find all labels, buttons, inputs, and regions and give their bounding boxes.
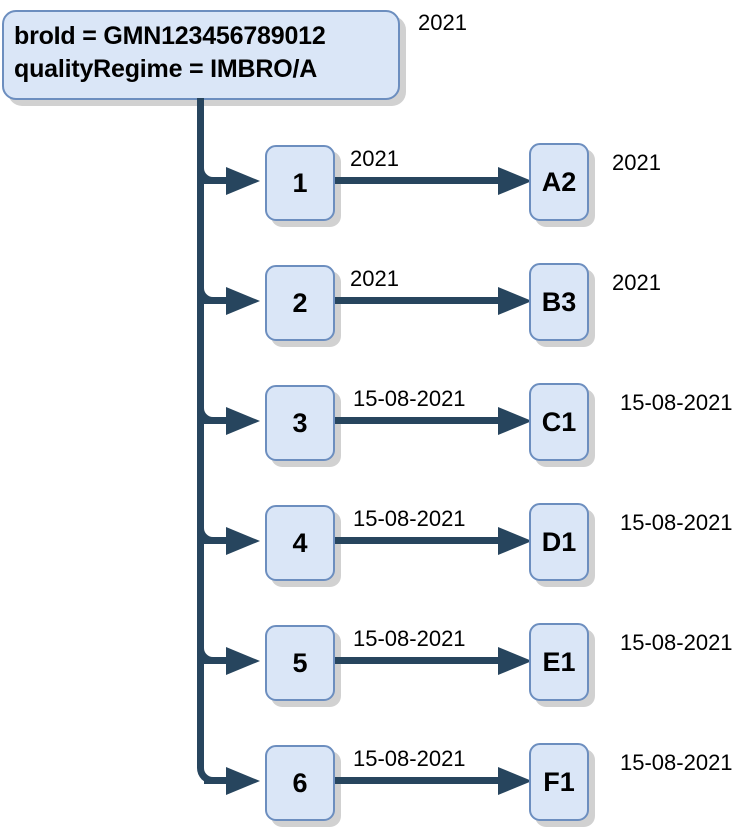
left-node-6-label: 6 — [292, 767, 308, 798]
right-node-e1-label: E1 — [542, 646, 576, 677]
edge-label-row-6: 15-08-2021 — [353, 746, 466, 771]
edge-line-row-1 — [335, 177, 503, 184]
left-node-3: 3 — [265, 385, 335, 461]
right-node-d1-label: D1 — [541, 526, 577, 557]
edge-line-row-4 — [335, 537, 503, 544]
left-node-1: 1 — [265, 145, 335, 221]
right-node-b3: B3 — [529, 263, 589, 341]
root-node-line-broid: broId = GMN123456789012 — [14, 22, 326, 50]
right-node-d1: D1 — [529, 503, 589, 581]
right-date-label-row-6: 15-08-2021 — [620, 750, 733, 775]
branch-line-row-5 — [204, 657, 228, 664]
edge-line-row-5 — [335, 657, 503, 664]
branch-line-row-1 — [204, 177, 228, 184]
branch-arrowhead-row-4 — [226, 527, 260, 555]
root-node: broId = GMN123456789012 qualityRegime = … — [2, 10, 400, 100]
branch-arrowhead-row-5 — [226, 647, 260, 675]
edge-label-row-4: 15-08-2021 — [353, 506, 466, 531]
edge-label-row-1: 2021 — [350, 146, 399, 171]
trunk-line — [197, 98, 204, 768]
edge-line-row-6 — [335, 777, 503, 784]
right-date-label-row-2: 2021 — [612, 270, 661, 295]
right-node-b3-label: B3 — [541, 286, 577, 317]
branch-line-row-6 — [204, 777, 228, 784]
right-node-c1-label: C1 — [541, 406, 577, 437]
edge-arrowhead-row-2 — [498, 287, 532, 315]
left-node-3-label: 3 — [292, 407, 308, 438]
left-node-4-label: 4 — [292, 527, 308, 558]
left-node-1-label: 1 — [292, 167, 308, 198]
edge-label-row-3: 15-08-2021 — [353, 386, 466, 411]
left-node-5: 5 — [265, 625, 335, 701]
root-node-line-qualityregime: qualityRegime = IMBRO/A — [14, 55, 318, 83]
right-node-a2-label: A2 — [541, 166, 577, 197]
edge-arrowhead-row-6 — [498, 767, 532, 795]
right-date-label-row-4: 15-08-2021 — [620, 510, 733, 535]
edge-arrowhead-row-5 — [498, 647, 532, 675]
left-node-6: 6 — [265, 745, 335, 821]
left-node-4: 4 — [265, 505, 335, 581]
edge-arrowhead-row-3 — [498, 407, 532, 435]
left-node-5-label: 5 — [292, 647, 308, 678]
right-node-c1: C1 — [529, 383, 589, 461]
root-date-label: 2021 — [418, 10, 467, 35]
right-node-f1: F1 — [529, 743, 589, 821]
edge-label-row-5: 15-08-2021 — [353, 626, 466, 651]
right-node-f1-label: F1 — [543, 766, 575, 797]
left-node-2-label: 2 — [292, 287, 308, 318]
branch-line-row-4 — [204, 537, 228, 544]
branch-arrowhead-row-1 — [226, 167, 260, 195]
right-node-e1: E1 — [529, 623, 589, 701]
left-node-2: 2 — [265, 265, 335, 341]
right-node-a2: A2 — [529, 143, 589, 221]
edge-line-row-3 — [335, 417, 503, 424]
edge-arrowhead-row-4 — [498, 527, 532, 555]
branch-line-row-2 — [204, 297, 228, 304]
right-date-label-row-1: 2021 — [612, 150, 661, 175]
branch-line-row-3 — [204, 417, 228, 424]
branch-arrowhead-row-3 — [226, 407, 260, 435]
branch-arrowhead-row-2 — [226, 287, 260, 315]
branch-arrowhead-row-6 — [226, 767, 260, 795]
right-date-label-row-3: 15-08-2021 — [620, 390, 733, 415]
edge-label-row-2: 2021 — [350, 266, 399, 291]
right-date-label-row-5: 15-08-2021 — [620, 630, 733, 655]
edge-line-row-2 — [335, 297, 503, 304]
edge-arrowhead-row-1 — [498, 167, 532, 195]
